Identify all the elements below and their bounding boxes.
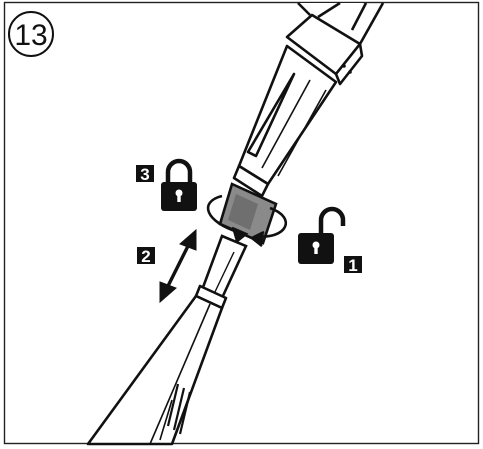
step-2-label: 2 bbox=[137, 247, 155, 266]
step-number-badge: 13 bbox=[8, 11, 54, 57]
step-2-text: 2 bbox=[141, 247, 150, 266]
step-1-label: 1 bbox=[344, 256, 362, 275]
figure-frame bbox=[3, 1, 480, 445]
step-number-text: 13 bbox=[14, 19, 47, 52]
rotation-arrows-icon bbox=[206, 194, 288, 248]
unlocked-padlock-icon bbox=[298, 206, 346, 264]
locked-padlock-icon bbox=[161, 158, 197, 211]
step-3-label: 3 bbox=[136, 165, 154, 184]
lower-tube bbox=[86, 284, 228, 446]
double-arrow-icon bbox=[159, 228, 197, 304]
lock-collar bbox=[218, 182, 278, 245]
upper-tube bbox=[232, 1, 385, 198]
step-1-text: 1 bbox=[348, 256, 357, 275]
step-3-text: 3 bbox=[140, 165, 149, 184]
